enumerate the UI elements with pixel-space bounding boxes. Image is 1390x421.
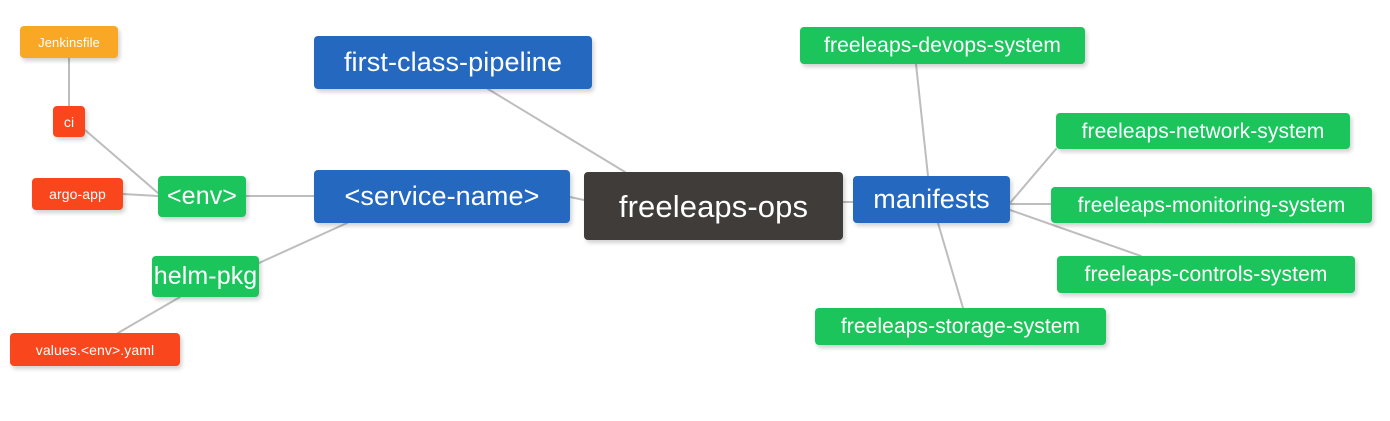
node-freeleaps-controls-system[interactable]: freeleaps-controls-system — [1057, 256, 1355, 293]
node-argo-app-label: argo-app — [49, 186, 106, 202]
node-freeleaps-monitoring-system[interactable]: freeleaps-monitoring-system — [1051, 187, 1372, 223]
edge-valuesyaml-helmpkg — [117, 296, 181, 334]
node-jenkinsfile[interactable]: Jenkinsfile — [20, 26, 118, 58]
node-helm-pkg-label: helm-pkg — [153, 262, 258, 290]
node-freeleaps-controls-system-label: freeleaps-controls-system — [1084, 263, 1328, 286]
node-freeleaps-network-system[interactable]: freeleaps-network-system — [1056, 113, 1350, 149]
edge-argoapp-env — [122, 193, 159, 197]
node-first-class-pipeline[interactable]: first-class-pipeline — [314, 36, 592, 89]
node-values-yaml[interactable]: values.<env>.yaml — [10, 333, 180, 366]
node-freeleaps-ops[interactable]: freeleaps-ops — [584, 172, 843, 240]
node-ci[interactable]: ci — [53, 106, 85, 137]
edge-manifests-storage — [937, 222, 964, 309]
node-first-class-pipeline-label: first-class-pipeline — [343, 47, 563, 77]
node-service-name-label: <service-name> — [344, 181, 540, 211]
node-service-name[interactable]: <service-name> — [314, 170, 570, 223]
node-manifests-label: manifests — [873, 184, 990, 214]
node-ci-label: ci — [63, 113, 75, 130]
node-values-yaml-label: values.<env>.yaml — [35, 341, 155, 358]
node-freeleaps-storage-system-label: freeleaps-storage-system — [840, 315, 1081, 338]
node-freeleaps-monitoring-system-label: freeleaps-monitoring-system — [1077, 193, 1346, 217]
node-argo-app[interactable]: argo-app — [32, 178, 123, 210]
node-freeleaps-ops-label: freeleaps-ops — [618, 188, 809, 224]
edge-servicename-root — [569, 196, 585, 201]
edge-manifests-network — [1009, 148, 1057, 204]
node-env-label: <env> — [166, 182, 237, 210]
node-freeleaps-devops-system[interactable]: freeleaps-devops-system — [800, 27, 1085, 64]
node-helm-pkg[interactable]: helm-pkg — [152, 256, 259, 297]
edge-firstclasspipeline-root — [487, 88, 626, 173]
node-freeleaps-devops-system-label: freeleaps-devops-system — [824, 34, 1061, 57]
node-jenkinsfile-label: Jenkinsfile — [38, 34, 100, 50]
edge-manifests-devops — [915, 63, 929, 177]
node-freeleaps-storage-system[interactable]: freeleaps-storage-system — [815, 308, 1106, 345]
edge-helmpkg-servicename — [258, 222, 348, 264]
node-freeleaps-network-system-label: freeleaps-network-system — [1081, 119, 1325, 143]
node-env[interactable]: <env> — [158, 176, 246, 217]
node-manifests[interactable]: manifests — [853, 176, 1010, 223]
